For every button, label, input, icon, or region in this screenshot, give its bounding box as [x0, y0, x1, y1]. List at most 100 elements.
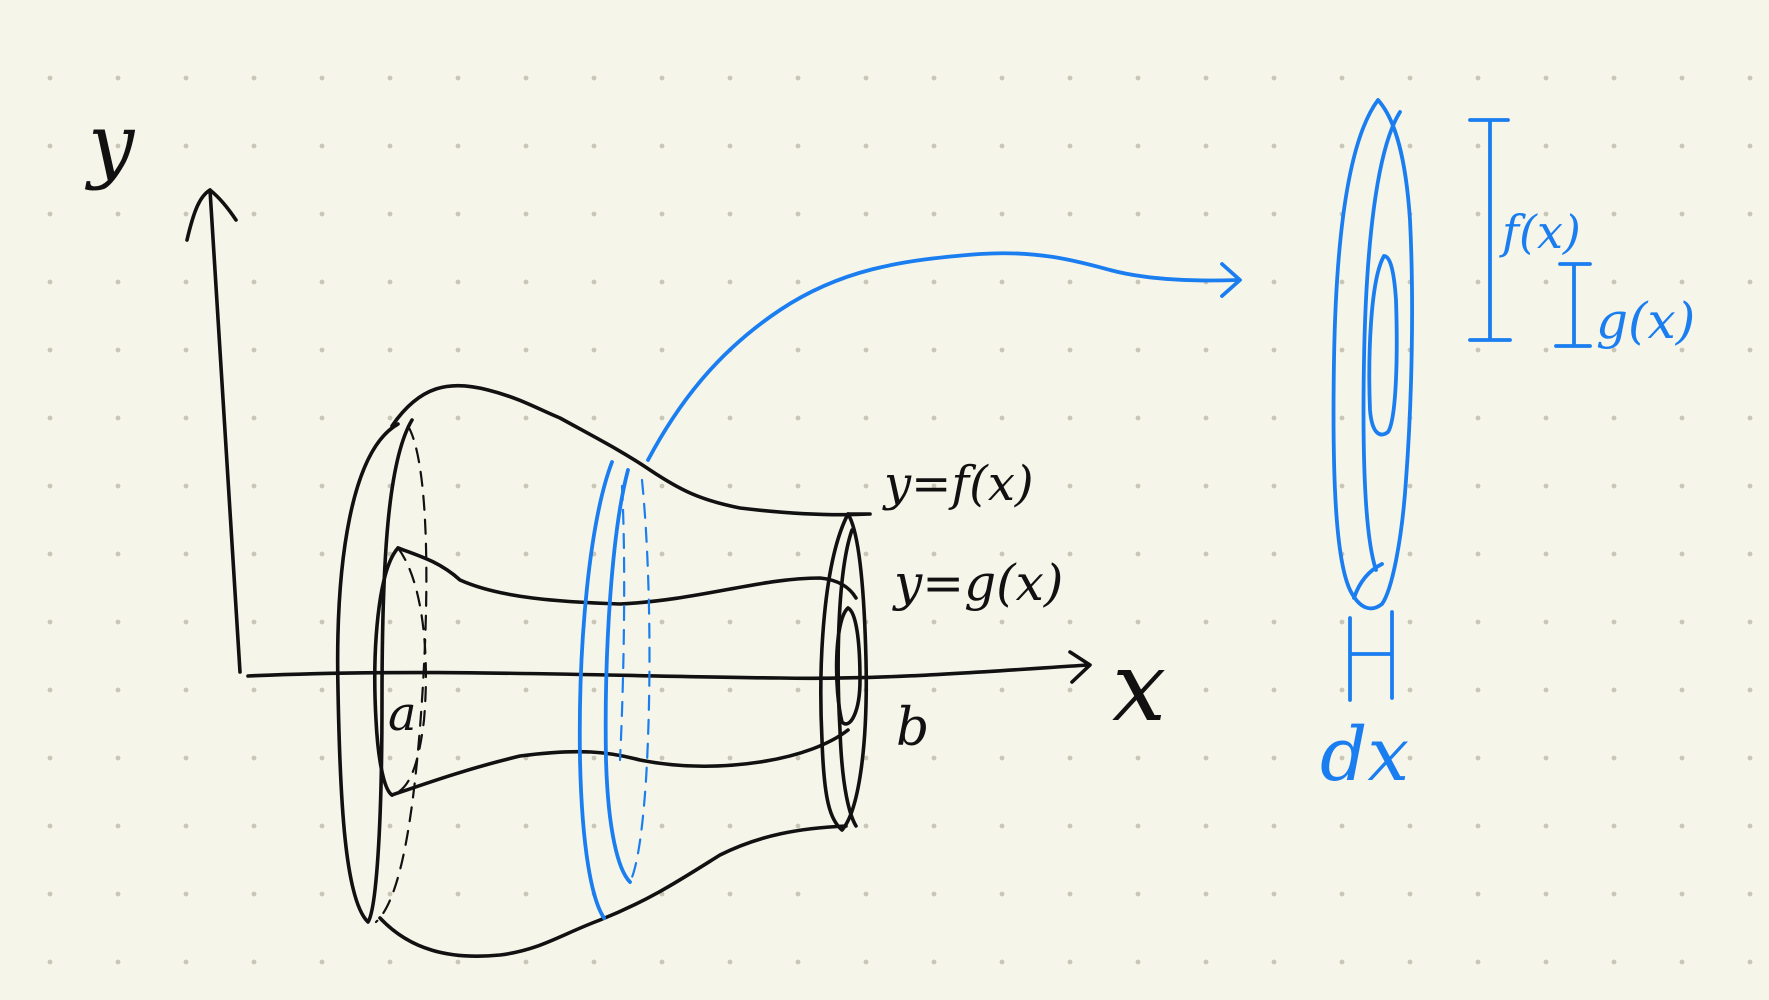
upper-profile-y-f-x: [390, 383, 872, 517]
grid-dot: [1339, 959, 1345, 965]
grid-dot: [1611, 143, 1617, 149]
grid-dot: [1271, 891, 1277, 897]
grid-dot: [1475, 415, 1481, 421]
grid-dot: [727, 755, 733, 761]
grid-dot: [659, 823, 665, 829]
grid-dot: [1679, 687, 1685, 693]
grid-dot: [115, 483, 121, 489]
inner-radius-bracket: [1554, 262, 1592, 348]
grid-dot: [1747, 279, 1753, 285]
grid-dot: [931, 959, 937, 965]
grid-dot: [1543, 619, 1549, 625]
grid-dot: [863, 551, 869, 557]
grid-dot: [1271, 959, 1277, 965]
grid-dot: [1611, 959, 1617, 965]
grid-dot: [1271, 415, 1277, 421]
grid-dot: [1271, 551, 1277, 557]
grid-dot: [1067, 415, 1073, 421]
grid-dot: [1067, 143, 1073, 149]
grid-dot: [999, 823, 1005, 829]
grid-dot: [659, 551, 665, 557]
grid-dot: [251, 891, 257, 897]
grid-dot: [931, 687, 937, 693]
grid-dot: [1747, 619, 1753, 625]
grid-dot: [1339, 891, 1345, 897]
grid-dot: [47, 959, 53, 965]
grid-dot: [1407, 483, 1413, 489]
grid-dot: [1271, 823, 1277, 829]
grid-dot: [251, 347, 257, 353]
grid-dot: [47, 279, 53, 285]
grid-dot: [1339, 687, 1345, 693]
grid-dot: [523, 75, 529, 81]
grid-dot: [387, 755, 393, 761]
grid-dot: [1203, 823, 1209, 829]
grid-dot: [1611, 347, 1617, 353]
grid-dot: [795, 415, 801, 421]
grid-dot: [115, 619, 121, 625]
grid-dot: [251, 619, 257, 625]
grid-dot: [319, 75, 325, 81]
grid-dot: [1475, 143, 1481, 149]
slice-back-edge: [603, 468, 632, 884]
grid-dot: [999, 347, 1005, 353]
grid-dot: [115, 687, 121, 693]
grid-dot: [115, 75, 121, 81]
grid-dot: [1067, 483, 1073, 489]
grid-dot: [115, 143, 121, 149]
grid-dot: [319, 211, 325, 217]
grid-dot: [1135, 279, 1141, 285]
grid-dot: [659, 415, 665, 421]
outer-radius-label: f(x): [1499, 205, 1581, 259]
grid-dot: [319, 619, 325, 625]
grid-dot: [183, 891, 189, 897]
grid-dot: [1611, 755, 1617, 761]
grid-dot: [183, 687, 189, 693]
grid-dot: [1475, 551, 1481, 557]
slice-hidden-edge: [628, 478, 651, 884]
grid-dot: [795, 347, 801, 353]
grid-dot: [47, 75, 53, 81]
grid-dot: [1271, 211, 1277, 217]
grid-dot: [1407, 143, 1413, 149]
grid-dot: [1679, 823, 1685, 829]
grid-dot: [1679, 143, 1685, 149]
right-inner-hole: [834, 606, 862, 726]
grid-dot: [1135, 211, 1141, 217]
grid-dot: [1543, 279, 1549, 285]
thickness-label: dx: [1320, 712, 1409, 798]
grid-dot: [1747, 551, 1753, 557]
grid-dot: [387, 891, 393, 897]
grid-dot: [319, 279, 325, 285]
outer-curve-label: y=f(x): [882, 456, 1034, 512]
grid-dot: [659, 75, 665, 81]
enlarged-washer: f(x) g(x) dx: [1320, 98, 1695, 798]
inner-curve-label: y=g(x): [892, 554, 1063, 612]
grid-dot: [1135, 415, 1141, 421]
grid-dot: [523, 143, 529, 149]
grid-dot: [999, 551, 1005, 557]
grid-dot: [1747, 211, 1753, 217]
grid-dot: [999, 75, 1005, 81]
washer-outer-edge: [1331, 98, 1414, 611]
grid-dot: [1543, 959, 1549, 965]
grid-dot: [999, 143, 1005, 149]
grid-dot: [251, 211, 257, 217]
grid-dot: [1339, 483, 1345, 489]
grid-dot: [795, 75, 801, 81]
grid-dot: [387, 687, 393, 693]
grid-dot: [659, 619, 665, 625]
grid-dot: [1067, 619, 1073, 625]
grid-dot: [387, 75, 393, 81]
grid-dot: [1203, 687, 1209, 693]
grid-dot: [931, 755, 937, 761]
grid-dot: [1611, 211, 1617, 217]
grid-dot: [183, 415, 189, 421]
grid-dot: [1543, 347, 1549, 353]
washer-outer-rim: [1361, 110, 1402, 572]
grid-dot: [1203, 619, 1209, 625]
grid-dot: [1407, 75, 1413, 81]
grid-dot: [455, 75, 461, 81]
grid-dot: [523, 619, 529, 625]
grid-dot: [523, 347, 529, 353]
